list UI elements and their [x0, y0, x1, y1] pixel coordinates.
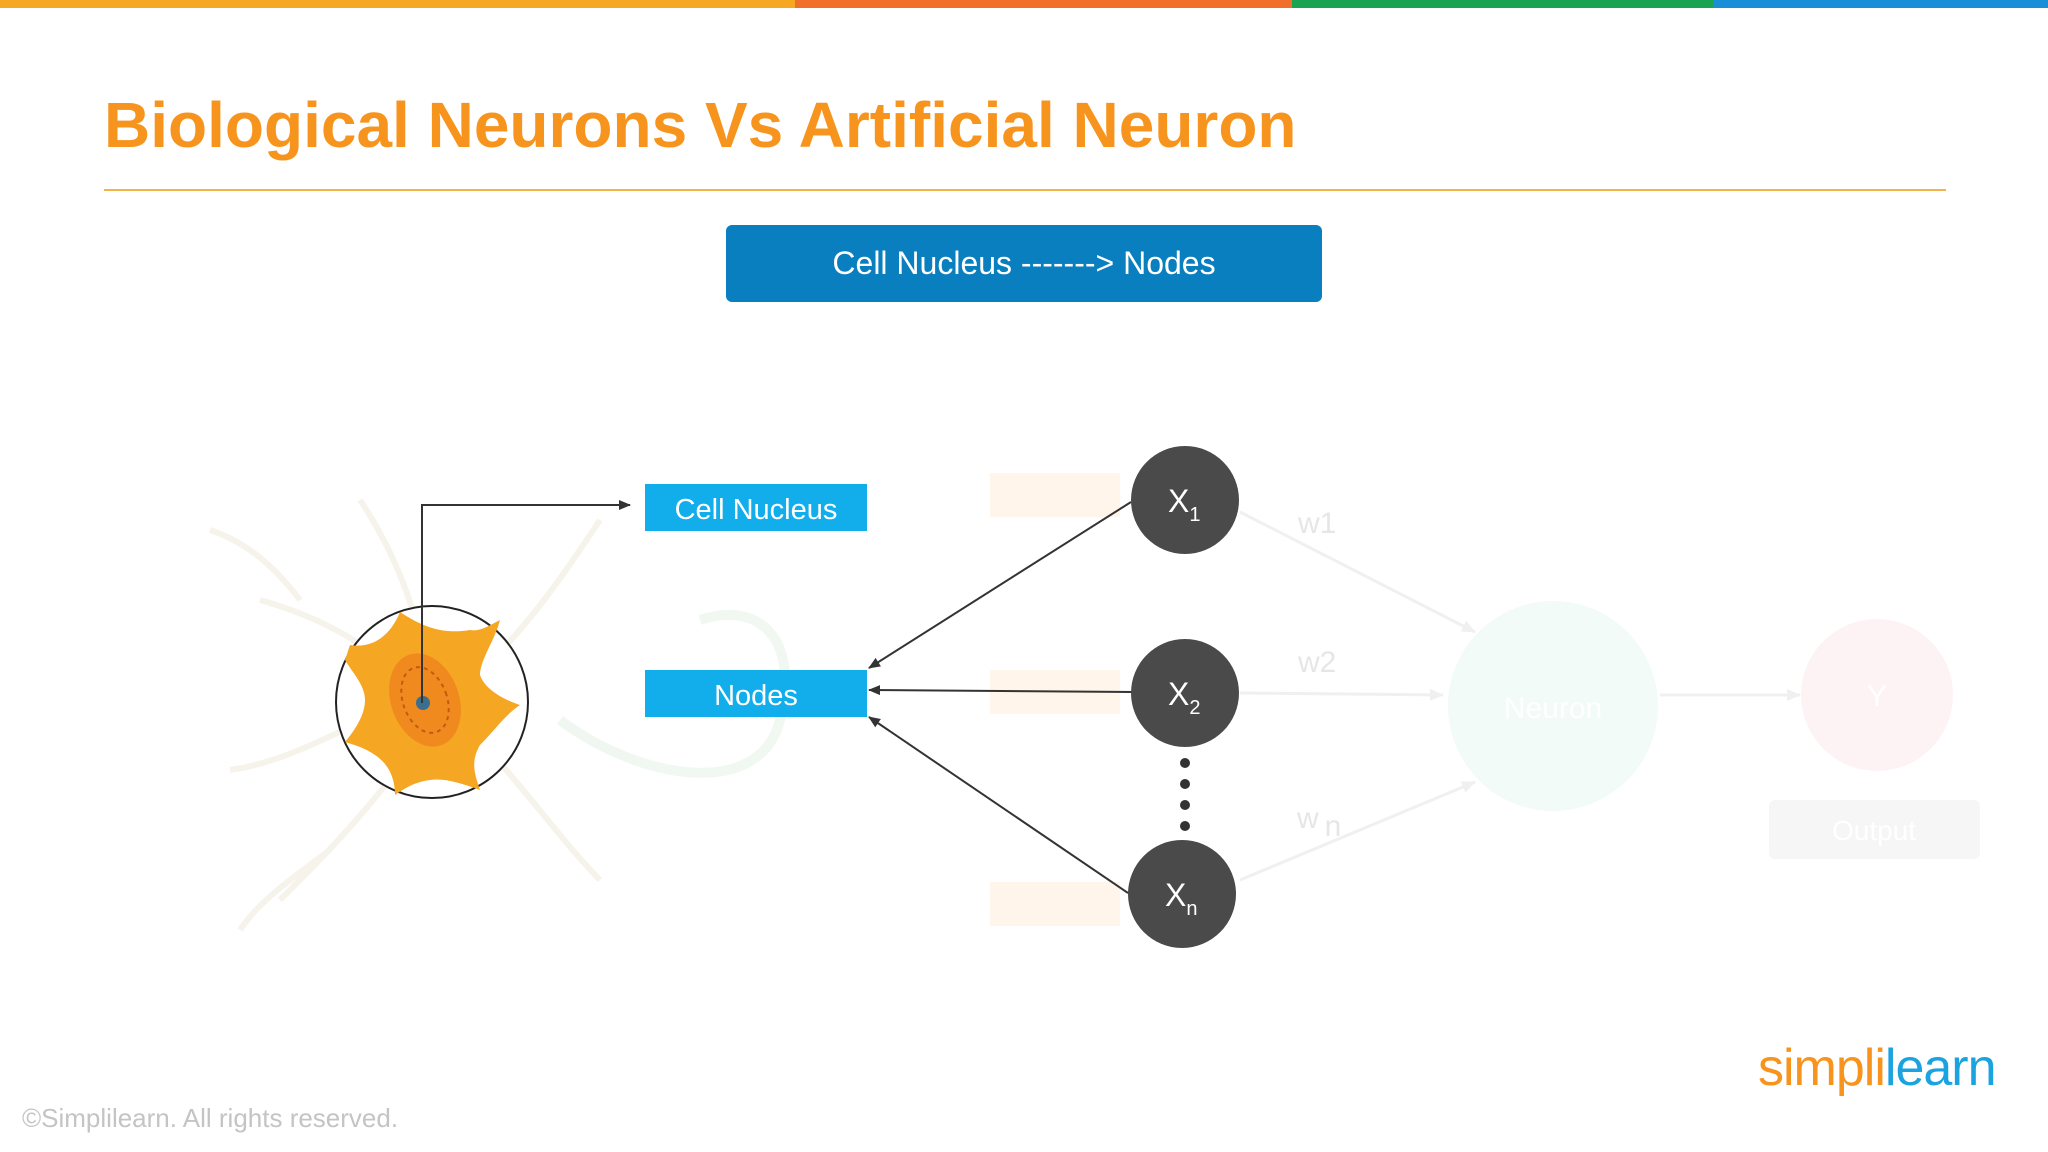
faded-output-box	[1769, 800, 1980, 859]
title-divider	[104, 189, 1946, 191]
faded-input-box-1	[990, 473, 1120, 517]
xn-base: X	[1165, 877, 1186, 913]
top-color-bar	[0, 0, 2048, 8]
input-node-x2: X2	[1131, 639, 1239, 747]
faded-neuron-label: Neuron	[1504, 692, 1602, 725]
x1-base: X	[1168, 483, 1189, 519]
svg-text:Xn: Xn	[1165, 877, 1197, 920]
arrow-x1-to-nodes	[868, 501, 1132, 669]
x2-sub: 2	[1189, 697, 1200, 719]
cell-nucleus-label: Cell Nucleus	[675, 494, 838, 526]
nodes-label-box	[645, 670, 867, 717]
x2-base: X	[1168, 676, 1189, 712]
arrow-xn-to-nodes	[868, 716, 1129, 894]
xn-sub: n	[1186, 898, 1197, 920]
faded-output-node	[1801, 619, 1953, 771]
topbar-segment-green	[1292, 0, 1713, 8]
faded-output-node-label: Y	[1867, 680, 1887, 713]
x1-sub: 1	[1189, 504, 1200, 526]
cell-nucleus-label-box	[645, 484, 867, 531]
input-node-xn: Xn	[1128, 840, 1236, 948]
logo-part-learn: learn	[1884, 1039, 1997, 1097]
logo-part-i: i	[1874, 1039, 1886, 1097]
topbar-segment-yellow	[0, 0, 795, 8]
faded-output-label: Output	[1832, 815, 1916, 846]
svg-text:X1: X1	[1168, 483, 1200, 526]
nodes-label: Nodes	[714, 680, 798, 712]
faded-neuron-node	[1448, 601, 1658, 811]
faded-weight-n-base: w	[1296, 802, 1319, 835]
topbar-segment-orange	[795, 0, 1292, 8]
arrow-x2-to-nodes	[868, 685, 1134, 696]
copyright-footer: ©Simplilearn. All rights reserved.	[22, 1103, 399, 1133]
banner-cell-nucleus-to-nodes: Cell Nucleus -------> Nodes	[726, 225, 1322, 302]
slide-title: Biological Neurons Vs Artificial Neuron	[104, 89, 1297, 161]
simplilearn-logo: simplilearn	[1758, 1038, 1997, 1098]
faded-weight-2: w2	[1297, 646, 1336, 679]
topbar-segment-blue	[1713, 0, 2048, 8]
faded-weight-n-sub: n	[1325, 810, 1342, 843]
faded-input-box-3	[990, 882, 1120, 926]
faded-weight-1: w1	[1297, 507, 1336, 540]
logo-part-simpl: simpl	[1758, 1039, 1875, 1097]
neuron-cell-zoom	[335, 605, 529, 799]
ellipsis-dots	[1180, 758, 1190, 831]
nucleus-pointer-line	[421, 500, 631, 703]
input-node-x1: X1	[1131, 446, 1239, 554]
svg-text:X2: X2	[1168, 676, 1200, 719]
